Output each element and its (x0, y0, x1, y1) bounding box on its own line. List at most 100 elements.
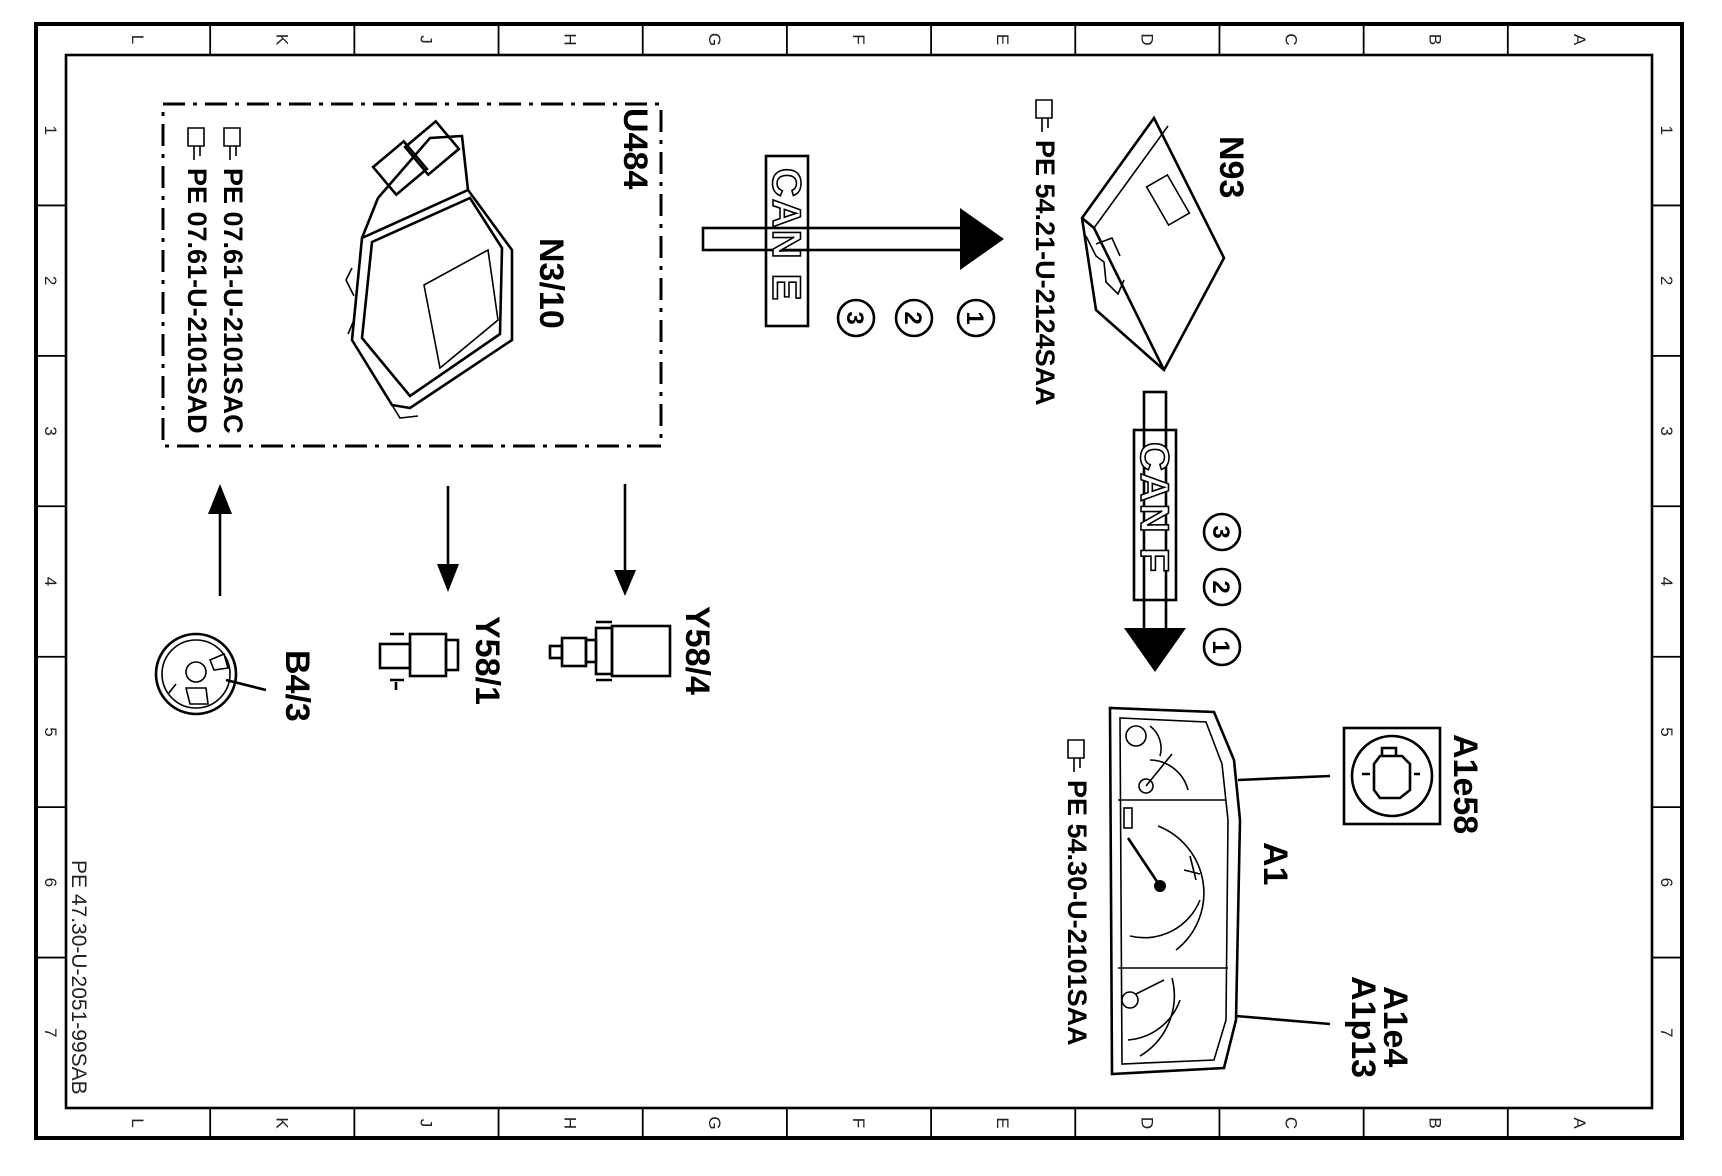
gauge-icon (1121, 977, 1181, 1057)
can-f-number-3: 3 (1207, 525, 1234, 538)
grid-row-label: 1 (1657, 125, 1676, 134)
can-f-bus: CAN F 3 2 1 (1124, 390, 1242, 672)
pointing-hand-icon (223, 127, 241, 160)
grid-column-label: C (1282, 33, 1301, 45)
grid-column-label: J (416, 1119, 435, 1128)
grid-column-label: B (1426, 34, 1445, 45)
cluster-ref: PE 54.30-U-2101SAA (1062, 780, 1092, 1046)
grid-column-label: L (128, 1118, 147, 1127)
ecu-group: U484 N3/10 PE 07.61-U-2101SAC PE 07.61-U… (161, 102, 663, 448)
n93-component: N93 PE 54.21-U-2124SAA (1030, 99, 1250, 406)
grid-row-label: 1 (41, 125, 60, 134)
grid-row-label: 6 (41, 878, 60, 887)
y58-4-label: Y58/4 (678, 606, 716, 695)
grid-row-label: 5 (1657, 727, 1676, 736)
grid-column-label: D (1137, 33, 1156, 45)
arrow-icon (960, 208, 1004, 270)
a1p13-label: A1p13 (1344, 976, 1382, 1078)
instrument-cluster: PE 54.30-U-2101SAA A1 (1062, 706, 1331, 1076)
b4-3-component: B4/3 (154, 484, 316, 722)
can-f-label: CAN F (1132, 442, 1176, 574)
a1e58-label: A1e58 (1446, 734, 1484, 834)
pointing-hand-icon (1067, 739, 1085, 772)
leader-a1e58 (1237, 774, 1331, 782)
n93-ref: PE 54.21-U-2124SAA (1030, 140, 1060, 406)
grid-column-label: A (1570, 1117, 1589, 1129)
valve-icon (378, 632, 460, 690)
can-f-number-2: 2 (1207, 580, 1234, 593)
can-e-box (764, 154, 810, 328)
grid-column-label: K (272, 1117, 291, 1129)
arrow-icon (1124, 628, 1186, 672)
document-id: PE 47.30-U-2051-99SAB (67, 860, 90, 1095)
outer-border (34, 22, 1684, 1140)
ecu-ref-1: PE 07.61-U-2101SAC (218, 168, 248, 434)
grid-column-label: H (561, 33, 580, 45)
can-f-number-1: 1 (1207, 640, 1234, 653)
can-e-number-3: 3 (841, 311, 868, 324)
a1-label: A1 (1256, 842, 1294, 885)
ecu-module-icon (345, 119, 514, 419)
grid-row-label: 2 (1657, 276, 1676, 285)
n3-10-label: N3/10 (532, 238, 570, 329)
grid-row-label: 2 (41, 276, 60, 285)
grid-column-label: E (993, 1117, 1012, 1128)
can-e-bus: CAN E 1 2 3 (701, 154, 1004, 338)
can-e-number-2: 2 (899, 311, 926, 324)
grid-row-label: 4 (1657, 577, 1676, 586)
grid-column-label: E (993, 34, 1012, 45)
grid-column-label: F (849, 34, 868, 44)
grid-row-label: 6 (1657, 878, 1676, 887)
grid-column-label: K (272, 34, 291, 46)
grid-row-label: 7 (41, 1028, 60, 1037)
grid-column-label: J (416, 35, 435, 44)
b4-3-label: B4/3 (278, 650, 316, 722)
sensor-icon (154, 632, 267, 716)
pointing-hand-icon (1035, 99, 1053, 132)
n93-module-icon (1080, 115, 1226, 373)
can-e-shaft (701, 226, 967, 252)
a1e58-component: A1e58 (1342, 726, 1484, 834)
grid-column-label: A (1570, 34, 1589, 46)
grid-row-label: 5 (41, 727, 60, 736)
valve-icon (548, 620, 672, 682)
a1e4-label: A1e4 (1376, 986, 1414, 1067)
grid-row-label: 3 (41, 426, 60, 435)
can-e-number-1: 1 (961, 311, 988, 324)
grid-column-label: F (849, 1118, 868, 1128)
u484-label: U484 (616, 108, 654, 189)
leader-a1e4 (1235, 1014, 1331, 1026)
grid-column-label: G (705, 1116, 724, 1129)
can-f-box (1132, 428, 1178, 602)
a1e58-box (1342, 726, 1442, 826)
engine-warning-icon (1350, 734, 1434, 818)
gauge-icon (1125, 725, 1189, 794)
grid-ticks (36, 24, 1682, 1138)
arrow-icon (614, 570, 636, 596)
can-e-numbers: 1 2 3 (836, 298, 996, 338)
grid-column-label: D (1137, 1117, 1156, 1129)
can-f-numbers: 3 2 1 (1202, 512, 1242, 667)
arrow-icon (437, 564, 459, 592)
can-e-label: CAN E (764, 168, 808, 302)
y58-1-component: Y58/1 (378, 486, 506, 705)
n93-label: N93 (1212, 136, 1250, 198)
y58-4-component: Y58/4 (548, 484, 716, 695)
arrow-icon (208, 484, 232, 514)
cluster-outline (1108, 706, 1242, 1076)
grid-column-label: G (705, 33, 724, 46)
y58-1-label: Y58/1 (468, 616, 506, 705)
inner-border (64, 53, 1654, 1110)
grid-row-label: 3 (1657, 426, 1676, 435)
pointing-hand-icon (187, 127, 205, 160)
gauge-icon (1123, 807, 1205, 951)
grid-column-label: L (128, 35, 147, 44)
grid-column-label: C (1282, 1117, 1301, 1129)
grid-row-label: 4 (41, 577, 60, 586)
grid-column-label: B (1426, 1117, 1445, 1128)
grid-column-label: H (561, 1117, 580, 1129)
